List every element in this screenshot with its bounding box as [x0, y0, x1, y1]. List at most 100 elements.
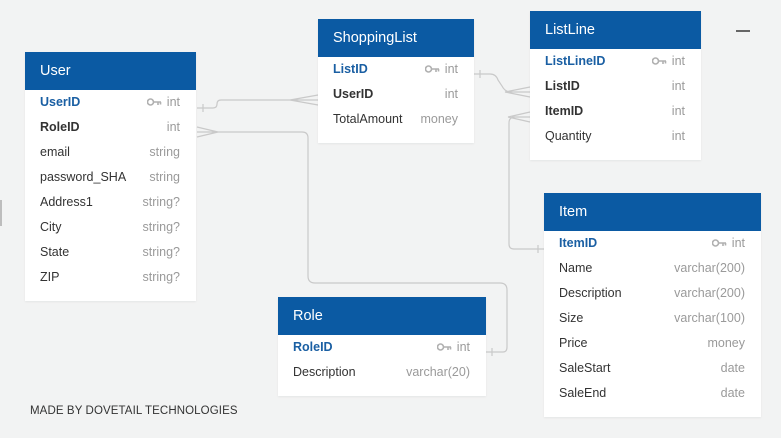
field-name: Description [293, 365, 356, 379]
field-type-label: int [456, 340, 470, 354]
field-name: ItemID [559, 236, 598, 250]
field-name: City [40, 220, 62, 234]
field-row[interactable]: SaleEnd date [544, 381, 761, 406]
key-icon [711, 238, 727, 247]
field-type-label: string? [142, 220, 180, 234]
field-name: ZIP [40, 270, 60, 284]
field-type: int [672, 74, 685, 99]
field-name: SaleStart [559, 361, 611, 375]
link-user-shoppinglist [197, 94, 319, 112]
field-type-label: money [420, 112, 458, 126]
table-header[interactable]: ShoppingList [318, 19, 474, 57]
field-row[interactable]: ZIP string? [25, 265, 196, 290]
field-type-label: int [671, 104, 685, 118]
field-name: UserID [333, 87, 374, 101]
table-header[interactable]: ListLine [530, 11, 701, 49]
field-type-label: varchar(100) [674, 311, 745, 325]
field-type: int [445, 82, 458, 107]
field-name: email [40, 145, 70, 159]
sidebar-edge-handle[interactable] [0, 200, 2, 226]
field-row[interactable]: ItemID int [544, 231, 761, 256]
field-row[interactable]: SaleStart date [544, 356, 761, 381]
field-name: ListLineID [545, 54, 606, 68]
field-type-label: int [444, 87, 458, 101]
field-type: int [424, 57, 458, 82]
field-type: int [167, 115, 180, 140]
field-row[interactable]: Quantity int [530, 124, 701, 149]
field-type: int [672, 124, 685, 149]
field-row[interactable]: email string [25, 140, 196, 165]
field-type-label: int [671, 54, 685, 68]
field-type-label: string? [142, 195, 180, 209]
field-type: money [420, 107, 458, 132]
key-icon [146, 97, 162, 106]
field-type-label: int [671, 129, 685, 143]
field-type-label: int [671, 79, 685, 93]
field-row[interactable]: Price money [544, 331, 761, 356]
field-row[interactable]: UserID int [318, 82, 474, 107]
field-type-label: money [707, 336, 745, 350]
field-name: ListID [333, 62, 368, 76]
link-item-listline [507, 111, 544, 253]
field-type: int [711, 231, 745, 256]
field-type: int [672, 99, 685, 124]
field-type: string? [142, 190, 180, 215]
field-name: Description [559, 286, 622, 300]
field-row[interactable]: Description varchar(200) [544, 281, 761, 306]
field-name: RoleID [293, 340, 333, 354]
field-type-label: int [444, 62, 458, 76]
link-role-user [196, 126, 508, 356]
field-name: State [40, 245, 70, 259]
field-type: varchar(100) [674, 306, 745, 331]
field-name: SaleEnd [559, 386, 607, 400]
field-type: string? [142, 265, 180, 290]
field-type-label: string? [142, 270, 180, 284]
field-row[interactable]: Size varchar(100) [544, 306, 761, 331]
field-row[interactable]: ItemID int [530, 99, 701, 124]
field-name: RoleID [40, 120, 80, 134]
field-row[interactable]: City string? [25, 215, 196, 240]
table-header[interactable]: Item [544, 193, 761, 231]
field-type: string? [142, 240, 180, 265]
field-type: varchar(200) [674, 281, 745, 306]
field-name: Quantity [545, 129, 592, 143]
field-row[interactable]: RoleID int [25, 115, 196, 140]
key-icon [424, 64, 440, 73]
key-icon [651, 56, 667, 65]
field-type-label: varchar(200) [674, 286, 745, 300]
table-header[interactable]: Role [278, 297, 486, 335]
link-shoppinglist-listline [474, 70, 531, 98]
table-header[interactable]: User [25, 52, 196, 90]
field-type-label: date [720, 386, 745, 400]
field-row[interactable]: State string? [25, 240, 196, 265]
field-row[interactable]: RoleID int [278, 335, 486, 360]
field-type: money [707, 331, 745, 356]
field-type: varchar(200) [674, 256, 745, 281]
field-type-label: string [149, 145, 180, 159]
key-icon [436, 342, 452, 351]
field-type-label: date [720, 361, 745, 375]
field-type: string? [142, 215, 180, 240]
field-type-label: string? [142, 245, 180, 259]
field-type-label: int [166, 95, 180, 109]
field-name: Price [559, 336, 588, 350]
field-type-label: varchar(200) [674, 261, 745, 275]
field-name: Size [559, 311, 584, 325]
field-type-label: int [731, 236, 745, 250]
field-row[interactable]: ListLineID int [530, 49, 701, 74]
minimize-icon[interactable] [736, 30, 750, 32]
field-row[interactable]: ListID int [318, 57, 474, 82]
field-name: ItemID [545, 104, 584, 118]
